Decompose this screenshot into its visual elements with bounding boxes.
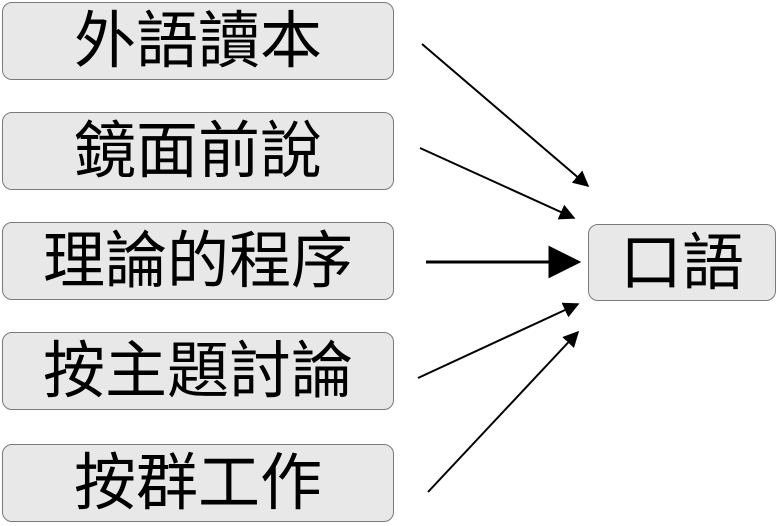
- arrow-2: [419, 147, 576, 220]
- source-box-theoretical-procedure: 理論的程序: [2, 222, 394, 300]
- source-box-topic-discussion: 按主題討論: [2, 332, 394, 410]
- source-box-label: 按群工作: [73, 446, 322, 519]
- arrow-5: [427, 330, 580, 493]
- target-box-spoken-language: 口語: [588, 224, 776, 301]
- source-box-label: 按主題討論: [42, 334, 353, 407]
- source-box-foreign-language-reader: 外語讀本: [2, 2, 394, 80]
- arrow-1: [421, 43, 590, 188]
- source-box-speaking-before-mirror: 鏡面前說: [2, 112, 394, 190]
- source-box-label: 理論的程序: [42, 224, 353, 297]
- source-box-label: 鏡面前說: [73, 114, 322, 187]
- target-box-label: 口語: [619, 225, 744, 299]
- source-box-label: 外語讀本: [73, 4, 322, 77]
- arrow-4: [417, 302, 580, 379]
- source-box-group-work: 按群工作: [2, 444, 394, 522]
